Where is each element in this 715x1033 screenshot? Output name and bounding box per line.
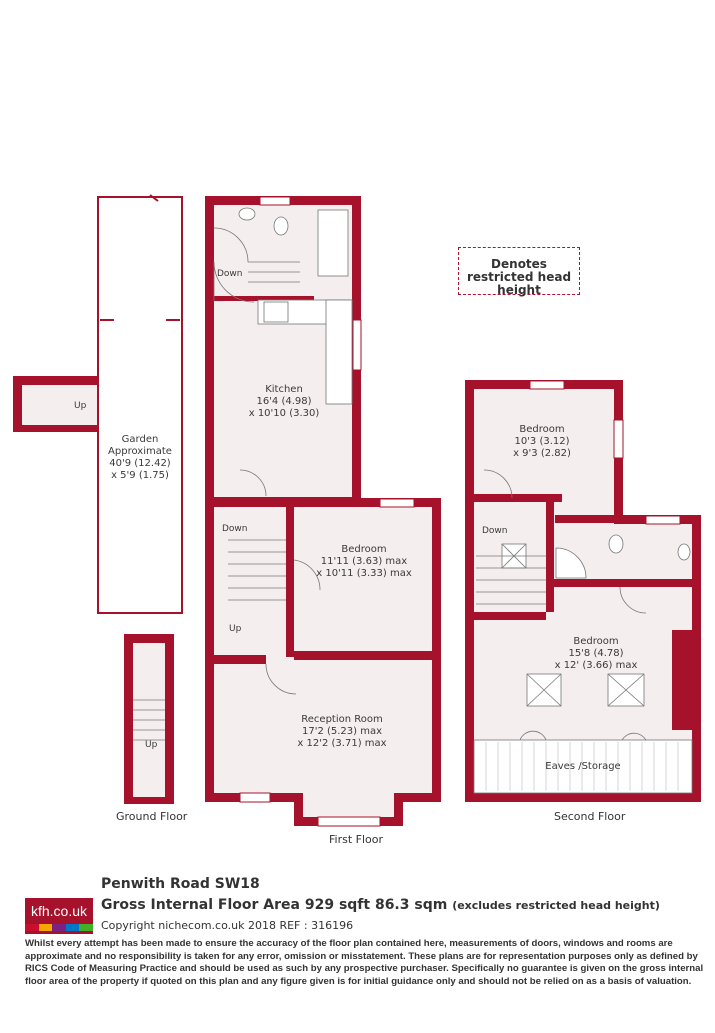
kitchen-length: 16'4 (4.98): [256, 396, 312, 407]
stair-down-label-second: Down: [482, 526, 508, 536]
ground-floor-upper-store: [13, 376, 97, 432]
restricted-height-legend-text: Denotes restricted head height: [466, 257, 572, 297]
reception-room-label: Reception Room 17'2 (5.23) max x 12'2 (3…: [288, 714, 396, 750]
bedroom-second-main-title: Bedroom: [573, 636, 619, 647]
second-floor: [465, 380, 701, 802]
gross-internal-area: Gross Internal Floor Area 929 sqft 86.3 …: [101, 897, 660, 913]
garden-outline: [97, 194, 183, 614]
stair-up-label-first: Up: [229, 624, 242, 634]
reception-room-title: Reception Room: [301, 714, 383, 725]
bedroom-first-width: x 10'11 (3.33) max: [316, 568, 412, 579]
kitchen-label: Kitchen 16'4 (4.98) x 10'10 (3.30): [240, 384, 328, 420]
bedroom-first-length: 11'11 (3.63) max: [320, 556, 408, 567]
garden-title: Garden: [121, 434, 159, 445]
stair-down-label-first-1: Down: [217, 269, 243, 279]
stair-up-label-ground-1: Up: [74, 401, 87, 411]
bedroom-second-top-title: Bedroom: [519, 424, 565, 435]
bedroom-second-main-label: Bedroom 15'8 (4.78) x 12' (3.66) max: [546, 636, 646, 672]
bedroom-first-label: Bedroom 11'11 (3.63) max x 10'11 (3.33) …: [300, 544, 428, 580]
area-note: (excludes restricted head height): [452, 899, 660, 912]
floor-plan: [13, 194, 701, 827]
disclaimer: Whilst every attempt has been made to en…: [25, 938, 704, 987]
garden-width: x 5'9 (1.75): [111, 470, 169, 481]
garden-length: 40'9 (12.42): [109, 458, 171, 469]
logo-stripes: [25, 924, 93, 931]
garden-label: Garden Approximate 40'9 (12.42) x 5'9 (1…: [98, 434, 182, 482]
bedroom-second-top-length: 10'3 (3.12): [514, 436, 570, 447]
reception-room-width: x 12'2 (3.71) max: [297, 738, 387, 749]
reception-room-length: 17'2 (5.23) max: [301, 726, 383, 737]
area-value: Gross Internal Floor Area 929 sqft 86.3 …: [101, 897, 448, 913]
stair-up-label-ground-2: Up: [145, 740, 158, 750]
bedroom-second-top-width: x 9'3 (2.82): [513, 448, 571, 459]
first-floor: [205, 196, 441, 827]
ground-floor-label: Ground Floor: [116, 810, 188, 823]
bedroom-second-main-width: x 12' (3.66) max: [554, 660, 638, 671]
second-floor-label: Second Floor: [554, 810, 626, 823]
first-floor-label: First Floor: [329, 833, 384, 846]
stair-down-label-first-2: Down: [222, 524, 248, 534]
garden-approx: Approximate: [108, 446, 172, 457]
eaves-storage-label: Eaves /Storage: [545, 761, 621, 772]
copyright-ref: Copyright nichecom.co.uk 2018 REF : 3161…: [101, 919, 354, 932]
property-address: Penwith Road SW18: [101, 876, 260, 892]
ground-floor-lower-store: [124, 634, 174, 804]
kitchen-width: x 10'10 (3.30): [248, 408, 320, 419]
bedroom-first-title: Bedroom: [341, 544, 387, 555]
restricted-height-legend-box: [458, 247, 580, 295]
bedroom-second-main-length: 15'8 (4.78): [568, 648, 624, 659]
bedroom-second-top-label: Bedroom 10'3 (3.12) x 9'3 (2.82): [496, 424, 588, 460]
kitchen-title: Kitchen: [265, 384, 303, 395]
